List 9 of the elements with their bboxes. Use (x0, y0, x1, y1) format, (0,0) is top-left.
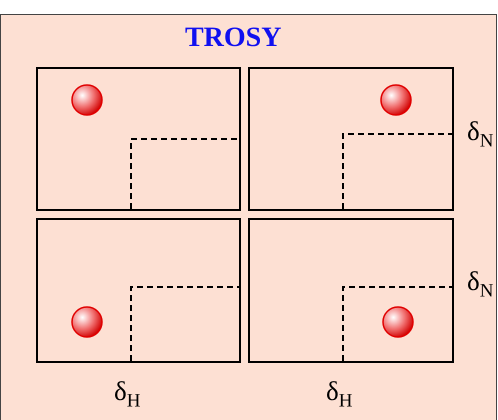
spectrum-panel (248, 67, 454, 211)
spectrum-panel (36, 218, 241, 363)
axis-label: δ$_{H}$ (114, 378, 140, 410)
axis-label: δ$_{N}$ (467, 118, 494, 150)
spectrum-panel (36, 67, 241, 211)
axis-label: δ$_{N}$ (467, 268, 494, 300)
title: TROSY (185, 22, 282, 54)
spectrum-panel (248, 218, 454, 363)
axis-label: δ$_{H}$ (326, 378, 352, 410)
